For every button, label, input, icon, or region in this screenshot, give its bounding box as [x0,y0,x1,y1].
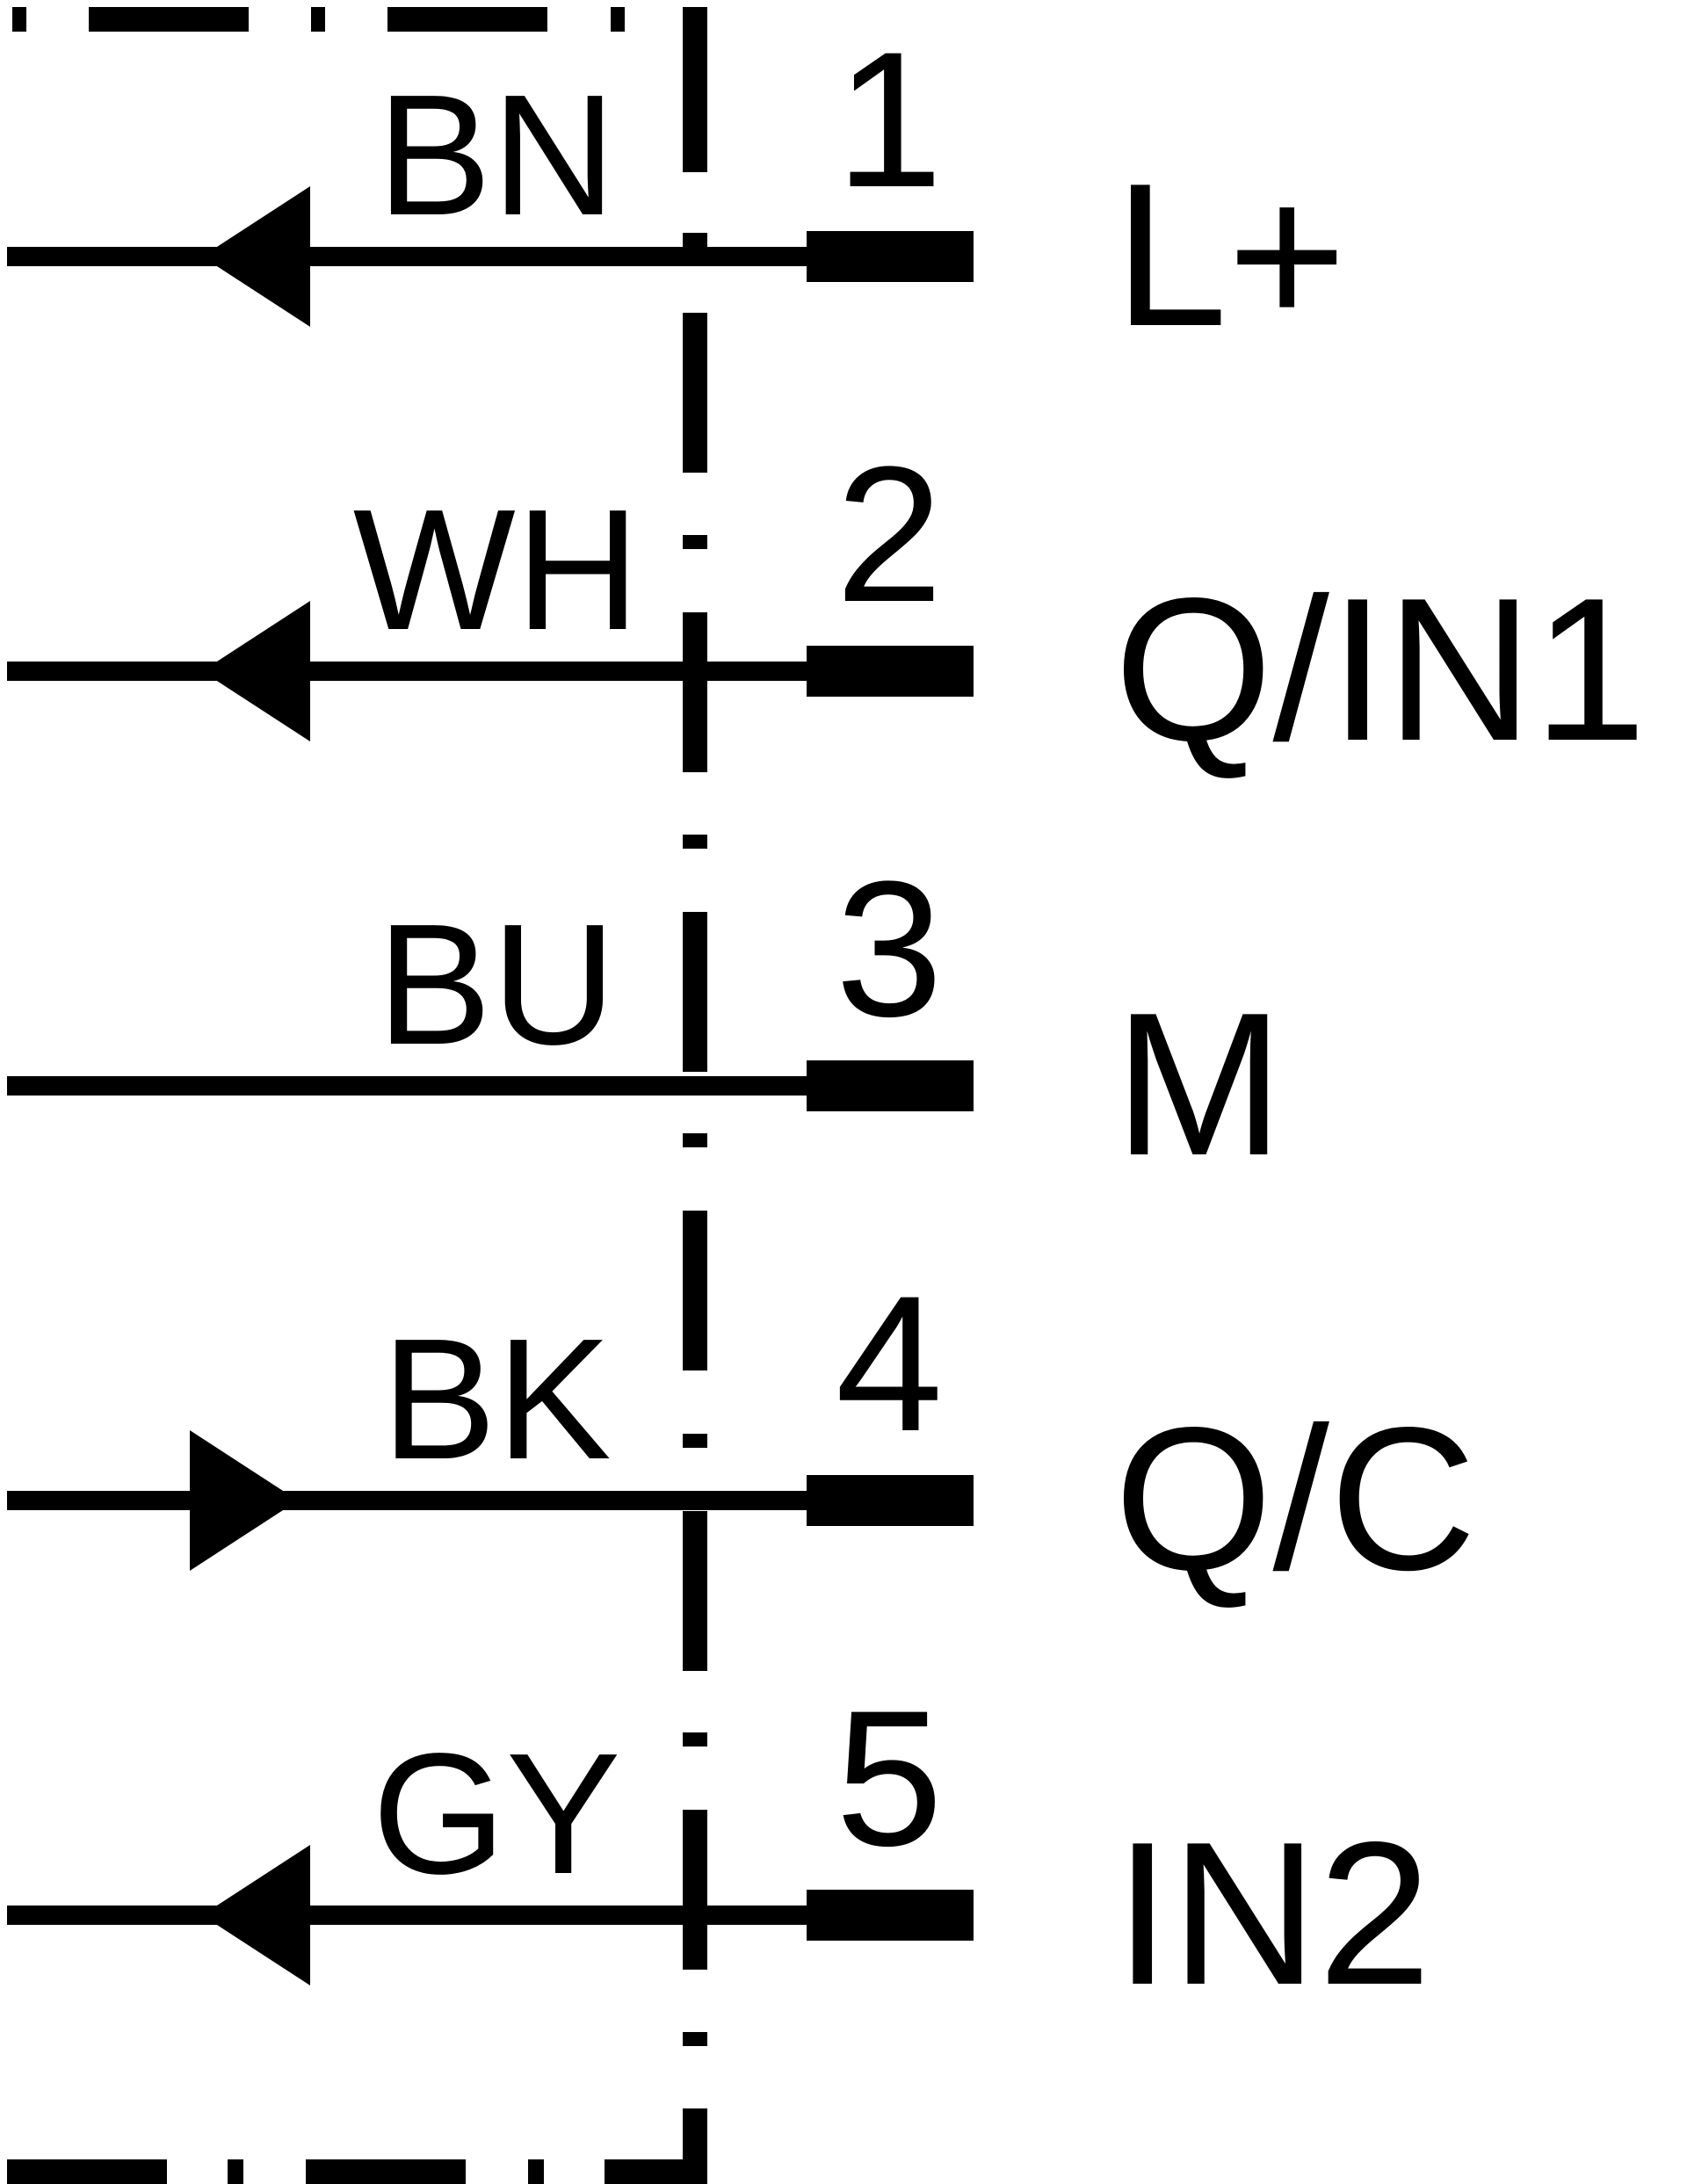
signal-name: IN2 [1114,1800,1431,2028]
terminal-block [807,646,974,697]
pin-row-3: BU 3M [7,841,1284,1198]
housing-vertical-border [683,7,707,2184]
arrow-left-icon [202,1845,310,1985]
pin-number: 5 [836,1670,943,1886]
pin-number: 2 [836,426,943,642]
housing-bottom-border [7,2159,706,2184]
wire-line [7,247,807,266]
pin-number: 1 [836,11,943,228]
wire-color-label: BK [381,1303,611,1495]
pin-number: 3 [836,841,943,1057]
signal-name: Q/C [1114,1385,1476,1613]
signal-name: M [1114,971,1284,1198]
pin-row-4: BK 4Q/C [7,1255,1476,1613]
arrow-left-icon [202,186,310,327]
pin-number: 4 [836,1255,943,1472]
terminal-block [807,231,974,282]
signal-name: Q/IN1 [1114,556,1647,784]
wire-color-label: BU [377,888,616,1081]
wire-color-label: BN [377,59,616,251]
wire-line [7,662,807,681]
wire-color-label: WH [353,474,641,666]
terminal-block [807,1060,974,1111]
wire-line [7,1906,807,1925]
wire-color-label: GY [372,1718,620,1910]
signal-name: L+ [1114,141,1347,369]
wire-line [7,1076,807,1096]
pin-row-2: WH 2Q/IN1 [7,426,1647,784]
terminal-block [807,1475,974,1526]
arrow-left-icon [202,601,310,741]
housing-top-border [12,7,625,32]
terminal-block [807,1890,974,1941]
pin-row-1: BN 1L+ [7,11,1347,369]
arrow-right-icon [190,1430,298,1571]
